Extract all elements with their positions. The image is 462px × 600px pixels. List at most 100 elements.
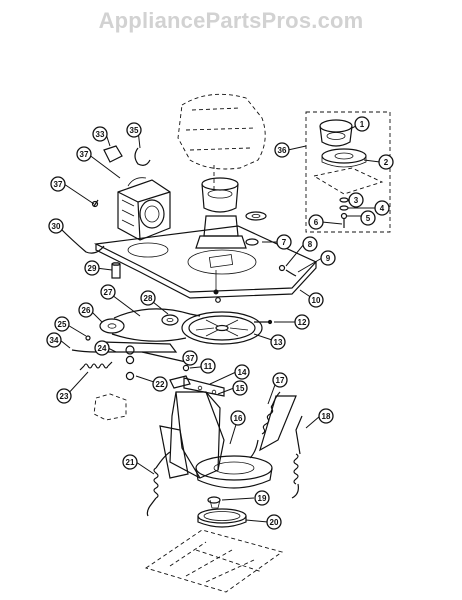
callout-17: 17 <box>272 372 288 388</box>
callout-34: 34 <box>46 332 62 348</box>
callout-number: 13 <box>274 338 283 347</box>
base-plate <box>93 225 318 303</box>
callout-21: 21 <box>122 454 138 470</box>
callout-number: 14 <box>238 368 247 377</box>
callout-circle <box>232 380 248 396</box>
callout-circle <box>348 192 364 208</box>
callout-number: 37 <box>80 150 89 159</box>
callout-9: 9 <box>320 250 336 266</box>
callout-circle <box>92 126 108 142</box>
callout-circle <box>234 364 250 380</box>
callout-number: 16 <box>234 414 243 423</box>
callout-30: 30 <box>48 218 64 234</box>
callout-23: 23 <box>56 388 72 404</box>
callout-circle <box>266 514 282 530</box>
motor <box>59 145 171 254</box>
callout-11: 11 <box>200 358 216 374</box>
callout-15: 15 <box>232 380 248 396</box>
callout-4: 4 <box>374 200 390 216</box>
callout-10: 10 <box>308 292 324 308</box>
callout-18: 18 <box>318 408 334 424</box>
callout-number: 19 <box>258 494 267 503</box>
callout-36: 36 <box>274 142 290 158</box>
callout-number: 17 <box>276 376 285 385</box>
callout-circle <box>46 332 62 348</box>
callout-number: 25 <box>58 320 67 329</box>
callout-37b: 37 <box>76 146 92 162</box>
callout-19: 19 <box>254 490 270 506</box>
callout-circle <box>308 292 324 308</box>
callout-circle <box>294 314 310 330</box>
callout-6: 6 <box>308 214 324 230</box>
callout-number: 12 <box>298 318 307 327</box>
callout-number: 6 <box>314 218 319 227</box>
callout-circle <box>272 372 288 388</box>
snubber-parts <box>197 496 247 528</box>
callout-16: 16 <box>230 410 246 426</box>
callout-26: 26 <box>78 302 94 318</box>
callout-number: 5 <box>366 214 371 223</box>
watermark-text: AppliancePartsPros.com <box>98 8 364 33</box>
callout-circle <box>48 218 64 234</box>
callout-number: 1 <box>360 120 365 129</box>
callout-28: 28 <box>140 290 156 306</box>
callout-circle <box>318 408 334 424</box>
callout-circle <box>254 490 270 506</box>
callout-number: 29 <box>88 264 97 273</box>
callout-number: 18 <box>322 412 331 421</box>
callout-22: 22 <box>152 376 168 392</box>
callout-circle <box>274 142 290 158</box>
callout-circle <box>122 454 138 470</box>
callout-circle <box>378 154 394 170</box>
legs-and-springs <box>146 391 303 517</box>
callout-number: 15 <box>236 384 245 393</box>
callout-circle <box>152 376 168 392</box>
callout-circle <box>126 122 142 138</box>
callout-24: 24 <box>94 340 110 356</box>
callout-35: 35 <box>126 122 142 138</box>
callout-circle <box>76 146 92 162</box>
callout-circle <box>374 200 390 216</box>
callout-circle <box>94 340 110 356</box>
callout-number: 21 <box>126 458 135 467</box>
callout-circle <box>360 210 376 226</box>
callout-number: 22 <box>156 380 165 389</box>
callout-number: 26 <box>82 306 91 315</box>
callout-circle <box>354 116 370 132</box>
callout-circle <box>56 388 72 404</box>
callout-number: 34 <box>50 336 59 345</box>
callout-circle <box>308 214 324 230</box>
callout-circle <box>270 334 286 350</box>
callout-5: 5 <box>360 210 376 226</box>
callout-number: 11 <box>204 362 213 371</box>
callout-13: 13 <box>270 334 286 350</box>
callout-27: 27 <box>100 284 116 300</box>
callout-number: 36 <box>278 146 287 155</box>
callout-number: 4 <box>380 204 385 213</box>
callout-25: 25 <box>54 316 70 332</box>
callout-1: 1 <box>354 116 370 132</box>
callout-number: 23 <box>60 392 69 401</box>
callout-33: 33 <box>92 126 108 142</box>
small-hardware <box>111 261 297 325</box>
callout-number: 30 <box>52 222 61 231</box>
callout-number: 24 <box>98 344 107 353</box>
callout-circle <box>230 410 246 426</box>
callout-20: 20 <box>266 514 282 530</box>
callout-number: 9 <box>326 254 331 263</box>
callout-number: 33 <box>96 130 105 139</box>
callout-37c: 37 <box>182 350 198 366</box>
callout-number: 7 <box>282 238 287 247</box>
callout-number: 27 <box>104 288 113 297</box>
bracket-hardware <box>169 364 225 397</box>
callout-circle <box>84 260 100 276</box>
callout-circle <box>50 176 66 192</box>
callout-number: 37 <box>54 180 63 189</box>
callout-7: 7 <box>276 234 292 250</box>
callout-number: 37 <box>186 354 195 363</box>
callout-number: 8 <box>308 240 313 249</box>
callout-2: 2 <box>378 154 394 170</box>
transmission-ghost <box>177 93 266 190</box>
